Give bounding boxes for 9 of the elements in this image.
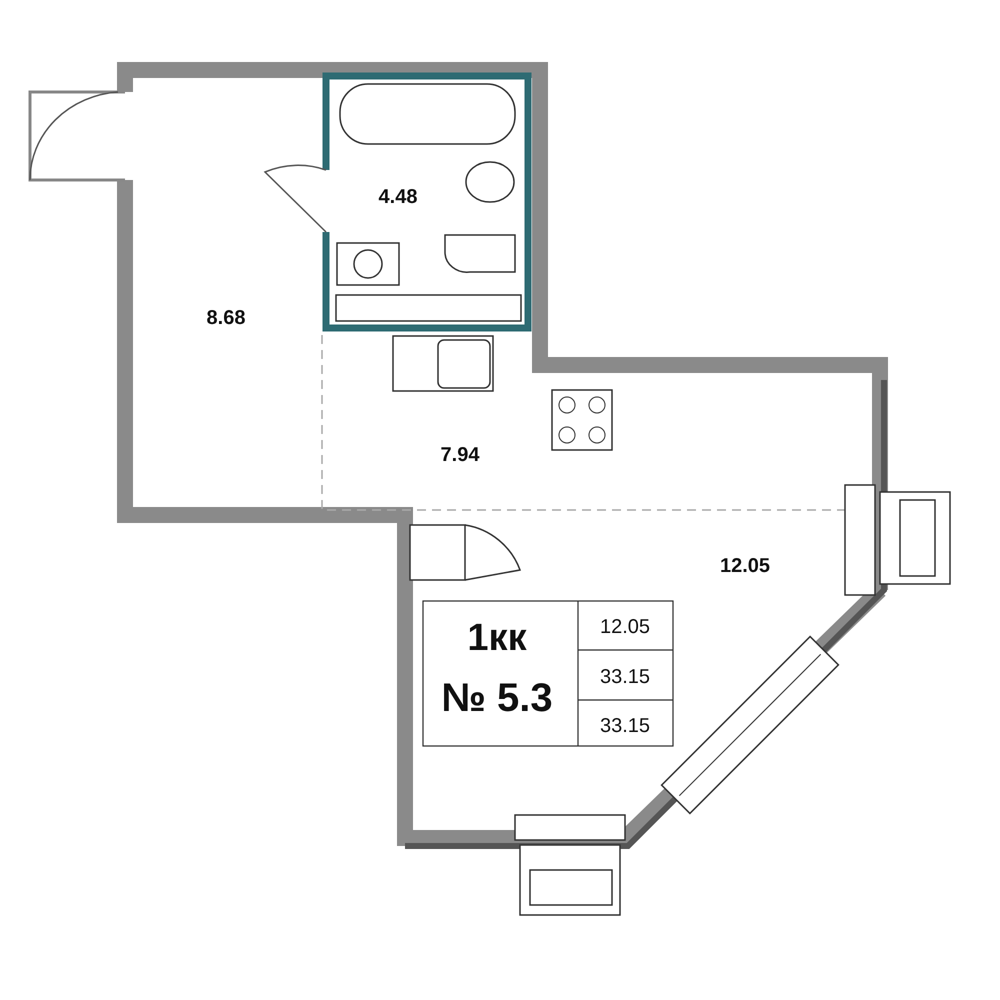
area-value: 33.15 xyxy=(600,667,650,687)
room-area-label: 8.68 xyxy=(206,308,246,328)
room-area-label: 12.05 xyxy=(720,556,770,576)
room-area-label: 7.94 xyxy=(440,445,480,465)
room-area-label: 4.48 xyxy=(378,187,418,207)
apartment-type-label: 1кк xyxy=(467,619,527,657)
area-value: 12.05 xyxy=(600,617,650,637)
apartment-number-label: № 5.3 xyxy=(441,678,553,718)
area-value: 33.15 xyxy=(600,716,650,736)
